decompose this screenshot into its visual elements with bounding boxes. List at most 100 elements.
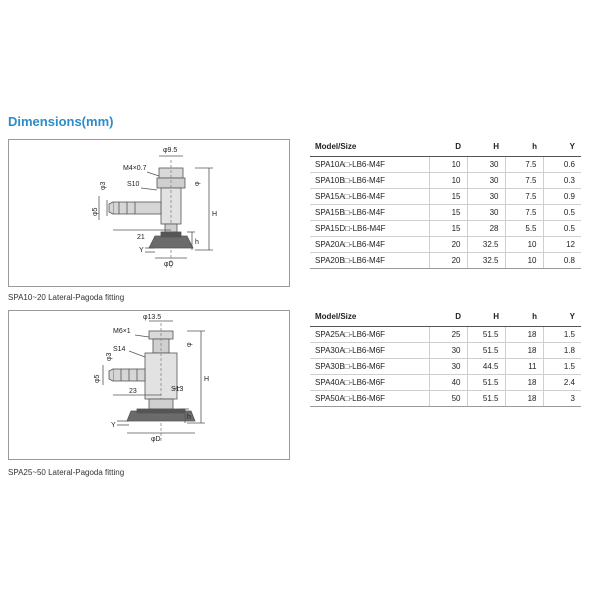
- dim-length: 21: [137, 234, 145, 241]
- cell-H: 51.5: [466, 390, 505, 407]
- col-model: Model/Size: [310, 306, 429, 327]
- dim-phi3: φ3: [106, 352, 113, 361]
- cell-H: 30: [466, 188, 505, 205]
- dim-phi-top: φ9.5: [163, 147, 177, 154]
- cell-model: SPA20A□-LB6-M4F: [310, 236, 429, 253]
- cell-y: 0.6: [542, 156, 581, 173]
- col-d: D: [429, 306, 467, 327]
- cell-H: 44.5: [466, 358, 505, 375]
- cell-h: 11: [504, 358, 543, 375]
- cell-h: 5.5: [504, 220, 543, 237]
- dim-H: H: [212, 211, 217, 218]
- cell-d: 10: [428, 156, 467, 173]
- dim-h: h: [195, 239, 199, 246]
- cell-y: 1.5: [542, 326, 581, 343]
- cell-d: 15: [428, 204, 467, 221]
- cell-d: 50: [428, 390, 467, 407]
- dim-Y: Y: [111, 422, 116, 429]
- col-H: H: [467, 136, 505, 157]
- col-h: h: [505, 306, 543, 327]
- cell-H: 28: [466, 220, 505, 237]
- cell-h: 18: [504, 374, 543, 391]
- cell-H: 32.5: [466, 252, 505, 269]
- dim-s-body: S13: [171, 386, 184, 393]
- cell-d: 30: [428, 342, 467, 359]
- cell-h: 7.5: [504, 188, 543, 205]
- cell-h: 7.5: [504, 172, 543, 189]
- drawing-spa10-20: φ9.5 M4×0.7 S10 φ3 φ5 21 φ H h Y φD: [8, 139, 290, 287]
- cell-model: SPA40A□-LB6-M6F: [310, 374, 429, 391]
- cell-d: 30: [428, 358, 467, 375]
- cell-H: 30: [466, 204, 505, 221]
- cell-h: 18: [504, 326, 543, 343]
- cell-h: 7.5: [504, 204, 543, 221]
- cell-H: 51.5: [466, 326, 505, 343]
- dim-thread: M6×1: [113, 328, 131, 335]
- dim-H: H: [204, 376, 209, 383]
- cell-h: 18: [504, 390, 543, 407]
- cell-y: 0.3: [542, 172, 581, 189]
- dim-thread: M4×0.7: [123, 165, 147, 172]
- dim-Y: Y: [139, 247, 144, 254]
- dim-phi-small: φ: [194, 181, 201, 186]
- col-H: H: [467, 306, 505, 327]
- cell-model: SPA50A□-LB6-M6F: [310, 390, 429, 407]
- cell-model: SPA15A□-LB6-M4F: [310, 188, 429, 205]
- cell-h: 7.5: [504, 156, 543, 173]
- cell-d: 40: [428, 374, 467, 391]
- cell-y: 12: [542, 236, 581, 253]
- cell-d: 15: [428, 220, 467, 237]
- cell-y: 3: [542, 390, 581, 407]
- cell-d: 10: [428, 172, 467, 189]
- cell-d: 15: [428, 188, 467, 205]
- cell-y: 2.4: [542, 374, 581, 391]
- cell-model: SPA25A□-LB6-M6F: [310, 326, 429, 343]
- cell-y: 0.5: [542, 220, 581, 237]
- cell-y: 0.5: [542, 204, 581, 221]
- cell-model: SPA15D□-LB6-M4F: [310, 220, 429, 237]
- dim-s-nut: S10: [127, 181, 140, 188]
- figure1-caption: SPA10~20 Lateral-Pagoda fitting: [8, 293, 125, 302]
- dim-phi-top: φ13.5: [143, 314, 161, 321]
- cell-H: 30: [466, 172, 505, 189]
- cell-H: 51.5: [466, 374, 505, 391]
- cell-model: SPA15B□-LB6-M4F: [310, 204, 429, 221]
- table-header-row: Model/Size D H h Y: [310, 136, 581, 157]
- col-y: Y: [543, 136, 581, 157]
- col-h: h: [505, 136, 543, 157]
- col-y: Y: [543, 306, 581, 327]
- dim-h: h: [187, 414, 191, 421]
- cell-d: 25: [428, 326, 467, 343]
- cell-model: SPA10A□-LB6-M4F: [310, 156, 429, 173]
- cell-h: 18: [504, 342, 543, 359]
- cell-y: 1.5: [542, 358, 581, 375]
- technical-drawing-2: φ13.5 M6×1 S14 φ3 φ5 S13 23 φ H h Y φD: [94, 314, 209, 443]
- dim-phi3: φ3: [100, 181, 107, 190]
- cell-h: 10: [504, 252, 543, 269]
- dim-phiD: φD: [151, 436, 161, 443]
- cell-d: 20: [428, 236, 467, 253]
- figure2-caption: SPA25~50 Lateral-Pagoda fitting: [8, 468, 125, 477]
- dim-phi5: φ5: [94, 374, 101, 383]
- technical-drawing-1: φ9.5 M4×0.7 S10 φ3 φ5 21 φ H h Y φD: [92, 147, 217, 268]
- cell-y: 1.8: [542, 342, 581, 359]
- cell-y: 0.9: [542, 188, 581, 205]
- dim-length: 23: [129, 388, 137, 395]
- col-d: D: [429, 136, 467, 157]
- cell-h: 10: [504, 236, 543, 253]
- table-header-row: Model/Size D H h Y: [310, 306, 581, 327]
- dim-phi5: φ5: [92, 207, 99, 216]
- cell-H: 51.5: [466, 342, 505, 359]
